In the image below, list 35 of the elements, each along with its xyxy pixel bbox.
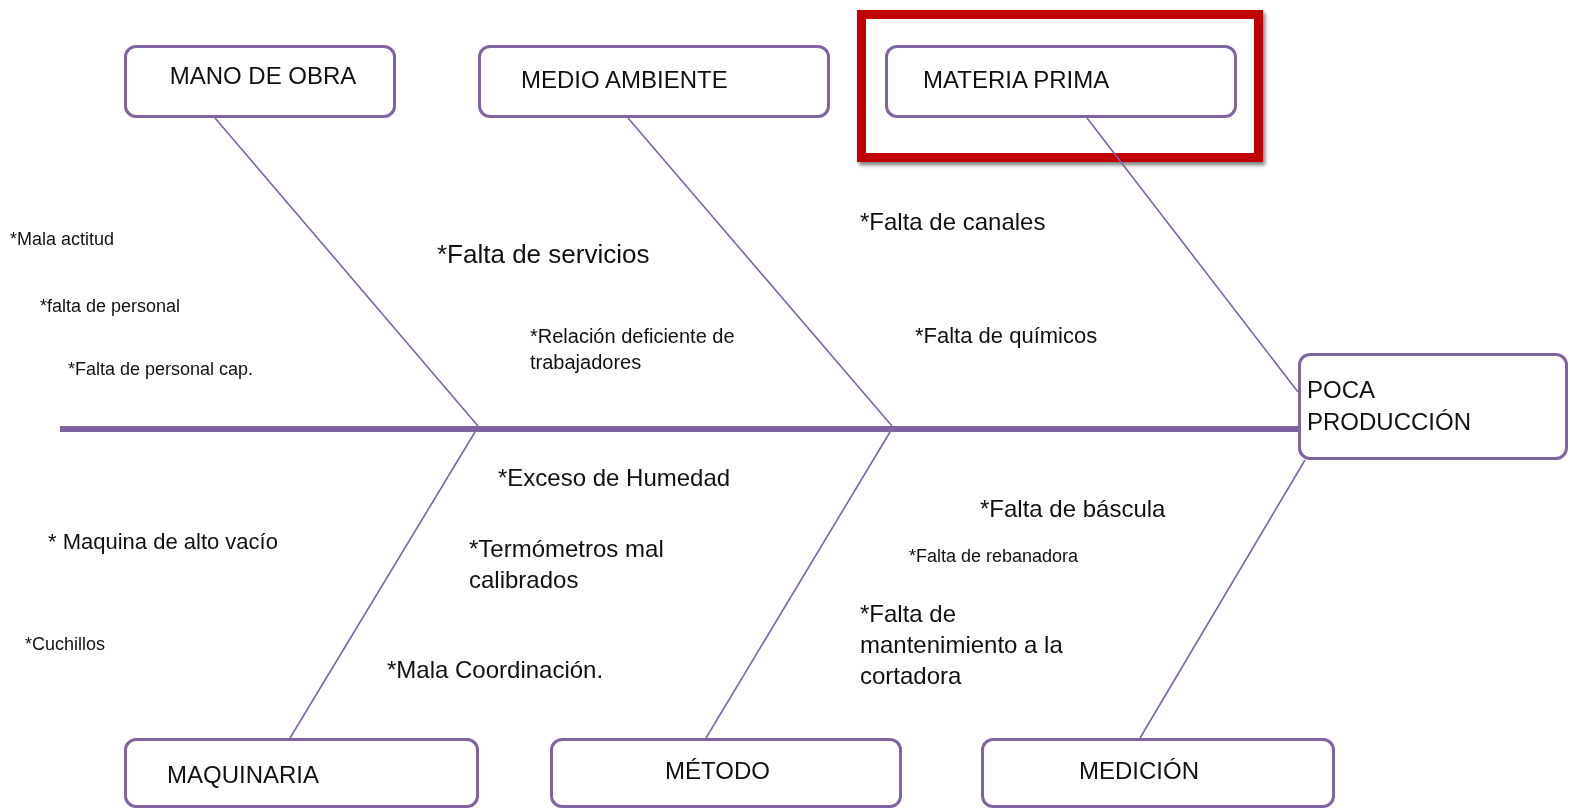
category-box [981, 738, 1335, 808]
cause-text: *Cuchillos [25, 633, 106, 656]
effect-box [1298, 353, 1568, 460]
category-box [124, 738, 479, 808]
cause-text: *Falta de servicios [437, 238, 650, 271]
cause-text: *Falta de personal cap. [68, 358, 254, 381]
cause-text: *Relación deficiente de trabajadores [530, 324, 736, 375]
bone-line [214, 117, 479, 427]
cause-text: *Termómetros mal calibrados [469, 534, 665, 596]
cause-text: *Mala actitud [10, 228, 115, 251]
bone-line [627, 117, 893, 427]
category-label: MEDIO AMBIENTE [521, 65, 729, 95]
category-label: MÉTODO [665, 756, 771, 786]
cause-text: *Exceso de Humedad [498, 463, 731, 493]
cause-text: *Falta de mantenimiento a la cortadora [860, 599, 1064, 692]
category-box [550, 738, 902, 808]
category-label: MEDICIÓN [1079, 756, 1200, 786]
effect-label: POCA PRODUCCIÓN [1307, 375, 1472, 438]
bone-line [705, 431, 891, 739]
cause-text: *Mala Coordinación. [387, 655, 604, 685]
cause-text: *Falta de báscula [980, 494, 1166, 524]
cause-text: * Maquina de alto vacío [48, 528, 278, 556]
cause-text: *Falta de rebanadora [909, 545, 1079, 568]
bone-line [1139, 459, 1306, 739]
category-label: MAQUINARIA [167, 760, 320, 790]
bone-line [1086, 117, 1299, 393]
category-label: MANO DE OBRA [168, 61, 358, 91]
category-label: MATERIA PRIMA [923, 65, 1111, 95]
cause-text: *Falta de químicos [915, 322, 1098, 350]
cause-text: *falta de personal [40, 295, 181, 318]
cause-text: *Falta de canales [860, 207, 1046, 237]
category-box [124, 45, 396, 118]
category-box [478, 45, 830, 118]
category-box [885, 45, 1237, 118]
bone-line [289, 431, 476, 739]
